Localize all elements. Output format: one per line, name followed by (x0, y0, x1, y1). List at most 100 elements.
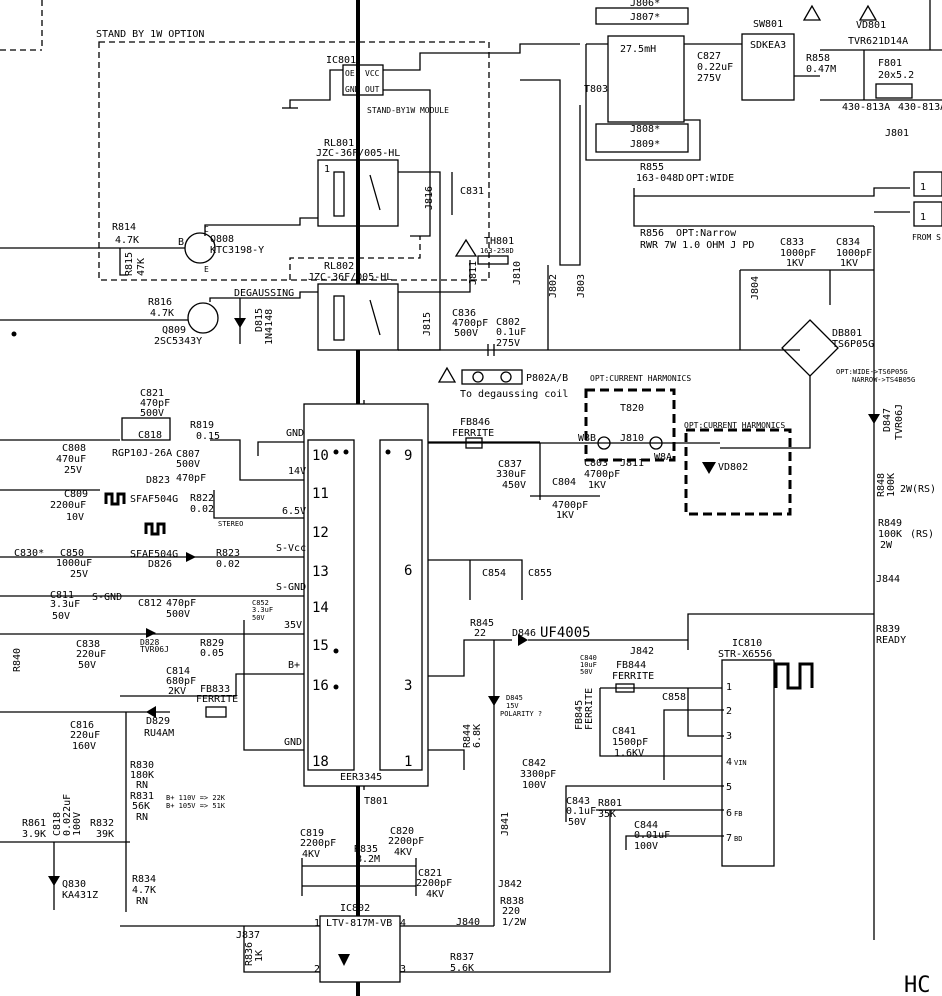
c842-value2: 100V (522, 780, 546, 791)
d846-label: D846 (512, 628, 536, 639)
c833-value1: 1000pF (780, 248, 816, 259)
r845-value: 22 (474, 628, 486, 639)
r832-label: R832 (90, 818, 114, 829)
pin-14v-label: 14V (288, 466, 306, 477)
db801-body (781, 319, 839, 377)
c814-value1: 680pF (166, 676, 196, 687)
t801-pin-16: 16 (312, 678, 329, 694)
r819-value: 0.15 (196, 431, 220, 442)
q830-part: KA431Z (62, 890, 98, 901)
d847-label: D847 (882, 408, 893, 432)
r838-label: R838 (500, 896, 524, 907)
wire (633, 188, 874, 227)
r861-value: 3.9K (22, 829, 46, 840)
q808-c-mark: C (204, 225, 209, 234)
j803-label: J803 (576, 274, 587, 298)
r815-label: R815 (124, 252, 135, 276)
c843-label: C843 (566, 796, 590, 807)
rl802-label: RL802 (324, 261, 354, 272)
c812-value1: 470pF (166, 598, 196, 609)
wire (213, 490, 304, 519)
p802-pin (472, 371, 484, 383)
wire (520, 79, 581, 266)
stereo-label: STEREO (218, 520, 243, 528)
ic801-pin-vcc: VCC (365, 69, 380, 78)
r835-value: 8.2M (356, 854, 380, 865)
junction (11, 331, 17, 337)
c802-label: C802 (496, 317, 520, 328)
harmonics-label-2: OPT:CURRENT HARMONICS (684, 421, 785, 430)
j802-label: J802 (548, 274, 559, 298)
j837-label: J837 (236, 930, 260, 941)
t801-body (303, 403, 429, 787)
polarity-dot (333, 648, 339, 654)
c821-value1: 470pF (140, 398, 170, 409)
c821-value2: 500V (140, 408, 164, 419)
r856-opt: OPT:Narrow (676, 228, 737, 239)
polarity-dot (333, 684, 339, 690)
c814-value2: 2KV (168, 686, 186, 697)
p802-pin (500, 371, 512, 383)
j810-label-b: J810 (620, 433, 644, 444)
f801-clip1: 430-813A (842, 102, 890, 113)
polarity-dot (343, 449, 349, 455)
c809-value1: 2200uF (50, 500, 86, 511)
c808-value1: 470uF (56, 454, 86, 465)
ic802-label: IC802 (340, 903, 370, 914)
p802-body (461, 369, 523, 385)
r831-value2: RN (136, 812, 148, 823)
harmonics-label-1: OPT:CURRENT HARMONICS (590, 374, 691, 383)
c816-label: C816 (70, 720, 94, 731)
varistor-vd801: VD801 TVR621D14A (848, 4, 908, 100)
connector-2 (913, 201, 942, 227)
q809-body (187, 302, 219, 334)
c855-label: C855 (528, 568, 552, 579)
connector-1-pin: 1 (920, 182, 926, 193)
wire (398, 260, 471, 293)
f801-label: F801 (878, 58, 902, 69)
ic801-pin-gnd: GND (345, 85, 360, 94)
c836-value1: 4700pF (452, 318, 488, 329)
warning-icon (802, 4, 822, 21)
wire (599, 688, 724, 757)
jumper-box (595, 7, 689, 25)
ic810-pin-6-name: FB (734, 810, 742, 818)
ic-ic810: IC810 STR-X6556 1 2 3 4 VIN 5 6 FB 7 BD (718, 638, 775, 867)
wire (634, 187, 910, 197)
d823-label: D823 (146, 475, 170, 486)
wire (119, 248, 128, 276)
j844-label: J844 (876, 574, 900, 585)
r830-value2: RN (136, 780, 148, 791)
j842-label-a: J842 (630, 646, 654, 657)
q808-label: Q808 (210, 234, 234, 245)
t820-label: T820 (620, 403, 644, 414)
c827-label: C827 (697, 51, 721, 62)
ic810-pin-2: 2 (726, 706, 732, 717)
fuse-f801 (875, 83, 913, 99)
heatsink-icon (104, 492, 126, 506)
c834-value1: 1000pF (836, 248, 872, 259)
wire (663, 709, 724, 780)
fb833-part: FERRITE (196, 694, 238, 705)
c831-label: C831 (460, 186, 484, 197)
t801-label: T801 (364, 796, 388, 807)
wire (428, 559, 523, 600)
to-degaussing-label: To degaussing coil (460, 389, 568, 400)
c840-value2: 50V (580, 668, 593, 676)
harmonics-option-box-1 (584, 388, 676, 462)
optocoupler-ic802: IC802 LTV-817M-VB 1 2 3 4 (314, 903, 406, 983)
c819-value1: 2200pF (300, 838, 336, 849)
r848-label: R848 (876, 473, 887, 497)
r839-value: READY (876, 635, 906, 646)
c837-label: C837 (498, 459, 522, 470)
c830-label: C830* (14, 548, 44, 559)
fb845-part: FERRITE (584, 688, 595, 730)
f801-value: 20x5.2 (878, 70, 914, 81)
warning-icon (858, 4, 878, 21)
c852-value1: 3.3uF (252, 606, 273, 614)
r845-label: R845 (470, 618, 494, 629)
ic802-pin-4: 4 (400, 918, 406, 929)
r855-value: 163-048D (636, 173, 684, 184)
c841-label: C841 (612, 726, 636, 737)
bridge-db801: DB801 TS6P05G OPT:WIDE->TS6P05G NARROW->… (781, 319, 915, 384)
